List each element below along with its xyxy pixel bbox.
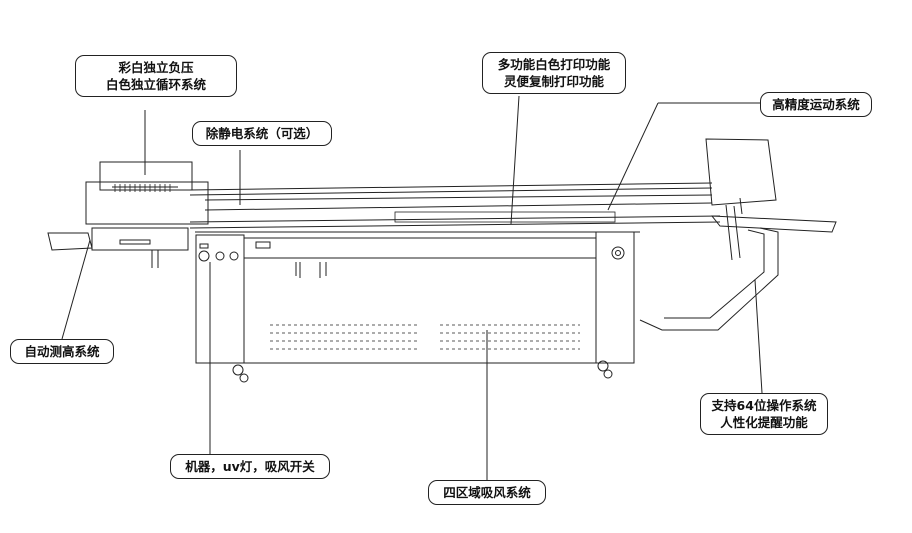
machine-switch	[198, 250, 210, 262]
callout-auto-height-line1: 自动测高系统	[24, 344, 100, 359]
callout-suction-top: 彩白独立负压 白色独立循环系统	[75, 55, 237, 97]
suction-switch	[229, 251, 239, 261]
leader-lines	[61, 95, 763, 480]
callout-os-64: 支持64位操作系统 人性化提醒功能	[700, 393, 828, 435]
callout-switches: 机器，uv灯，吸风开关	[170, 454, 330, 479]
callout-white-print-line2: 灵便复制打印功能	[503, 74, 604, 89]
callout-white-print-line1: 多功能白色打印功能	[497, 57, 611, 72]
callout-os-64-line1: 支持64位操作系统	[711, 398, 817, 413]
wheels	[232, 360, 613, 383]
printer-drawing	[47, 138, 837, 383]
right-leg	[595, 231, 635, 364]
callout-motion: 高精度运动系统	[760, 92, 872, 117]
right-feed-platform	[710, 215, 837, 233]
vacuum-table-front	[243, 237, 597, 364]
left-feed-platform	[47, 232, 93, 251]
monitor	[705, 138, 777, 206]
callout-auto-height: 自动测高系统	[10, 339, 114, 364]
callout-static-removal-line1: 除静电系统（可选）	[205, 126, 319, 141]
carriage-body	[85, 181, 209, 225]
vacuum-holes	[270, 324, 580, 350]
uv-switch	[215, 251, 225, 261]
callout-suction-top-line2: 白色独立循环系统	[105, 77, 206, 92]
callout-vacuum-zones-line1: 四区域吸风系统	[443, 485, 531, 500]
gantry-rail	[189, 182, 713, 191]
callout-os-64-line2: 人性化提醒功能	[720, 415, 808, 430]
carriage-top	[99, 161, 193, 191]
callout-suction-top-line1: 彩白独立负压	[118, 60, 194, 75]
callout-motion-line1: 高精度运动系统	[772, 97, 860, 112]
callout-switches-line1: 机器，uv灯，吸风开关	[185, 459, 315, 474]
callout-static-removal: 除静电系统（可选）	[192, 121, 332, 146]
left-leg	[195, 234, 245, 364]
callout-white-print: 多功能白色打印功能 灵便复制打印功能	[482, 52, 626, 94]
callout-vacuum-zones: 四区域吸风系统	[428, 480, 546, 505]
right-support-arm	[639, 227, 779, 331]
